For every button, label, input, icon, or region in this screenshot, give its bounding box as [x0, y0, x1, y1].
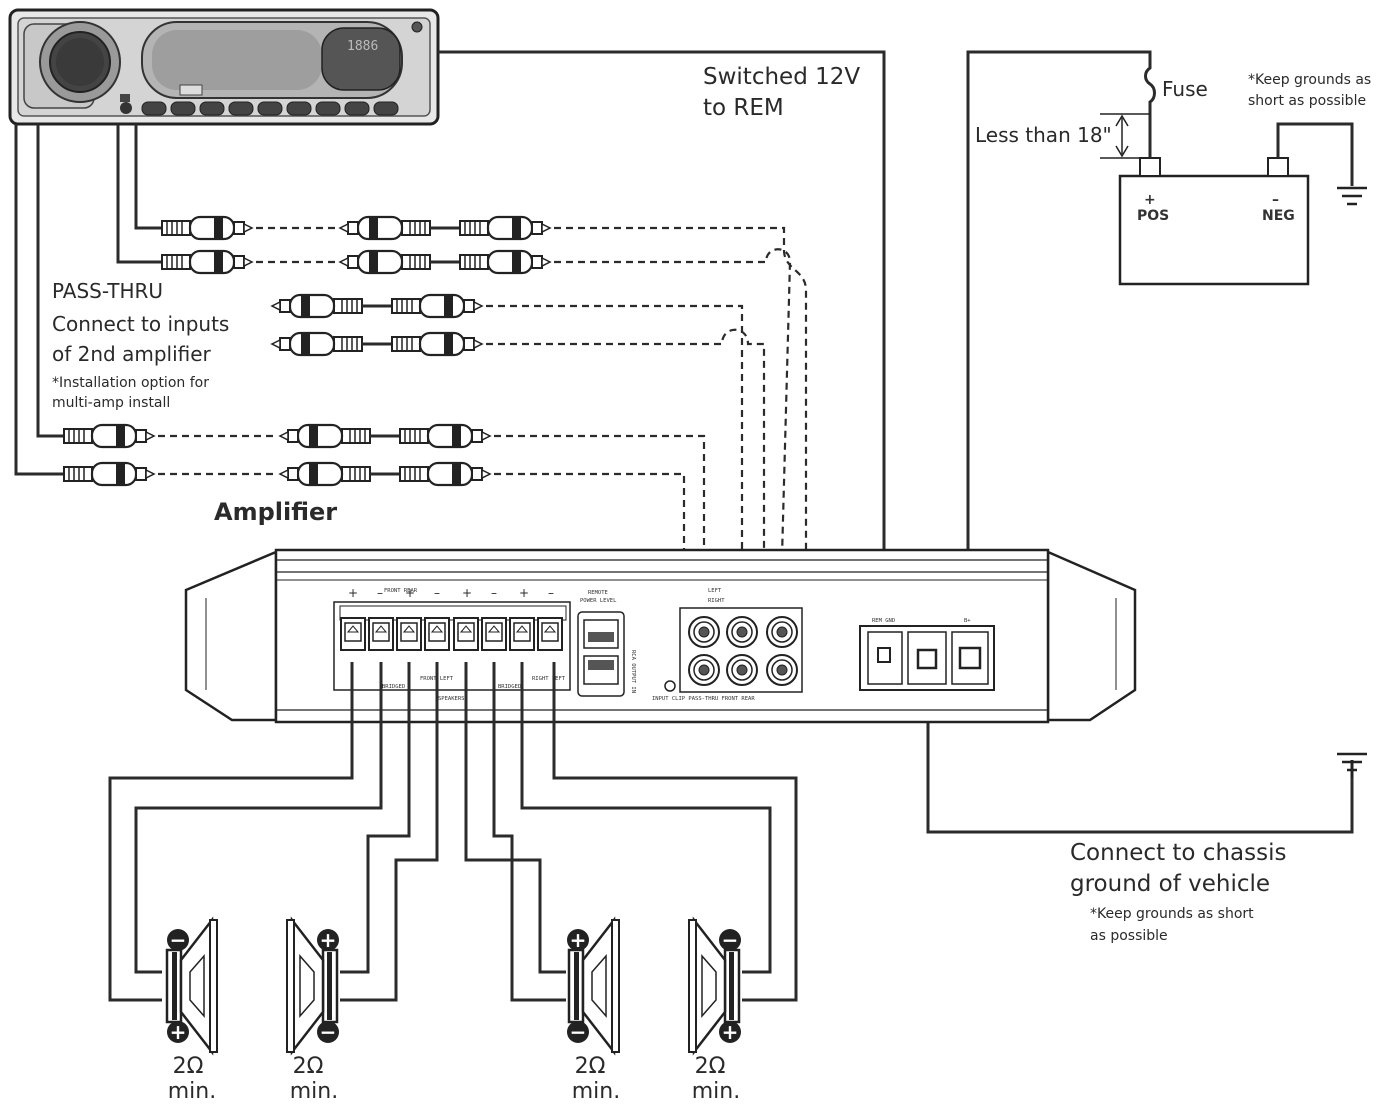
rca-cable-set-pass-thru — [272, 293, 766, 630]
speaker-2-top-terminal: + — [320, 928, 337, 952]
speaker-2-impedance: 2Ω — [292, 1054, 324, 1079]
right-channel-label: RIGHT LEFT — [532, 676, 566, 682]
speaker-3-top-terminal: + — [570, 928, 587, 952]
speaker-1-impedance: 2Ω — [172, 1054, 204, 1079]
b-plus-label: B+ — [964, 618, 971, 624]
connect-inputs-line2: of 2nd amplifier — [52, 342, 211, 366]
terminal-sign-7: + — [519, 586, 530, 600]
terminal-sign-6: – — [491, 586, 497, 600]
terminal-sign-8: – — [548, 586, 554, 600]
input-clip-label: INPUT CLIP PASS-THRU FRONT REAR — [652, 696, 755, 702]
keep-grounds-bottom-line2: as possible — [1090, 928, 1168, 944]
speaker-4-bottom-terminal: + — [722, 1020, 739, 1044]
speaker-1: − + — [165, 918, 219, 1054]
speaker-4-impedance: 2Ω — [694, 1054, 726, 1079]
keep-grounds-top-line2: short as possible — [1248, 93, 1367, 109]
speaker-1-top-terminal: − — [170, 928, 187, 952]
rem-gnd-label: REM GND — [872, 618, 895, 624]
speaker-4: − + — [689, 920, 741, 1052]
keep-grounds-top-line1: *Keep grounds as — [1248, 72, 1372, 88]
head-unit-display: 1886 — [347, 39, 378, 54]
less-than-18-label: Less than 18" — [975, 123, 1112, 147]
head-unit-wires — [14, 50, 886, 660]
terminal-sign-1: + — [348, 586, 359, 600]
rca-output-label: RCA OUTPUT IN — [630, 650, 636, 693]
power-wiring — [926, 50, 1369, 834]
speaker-1-bottom-terminal: + — [170, 1020, 187, 1044]
bridged-label-1: BRIDGED — [382, 684, 405, 690]
speaker-2: + − — [287, 920, 339, 1052]
speaker-4-top-terminal: − — [722, 928, 739, 952]
fuse-label: Fuse — [1162, 77, 1208, 101]
speaker-4-min: min. — [691, 1079, 741, 1104]
amplifier-body: FRONT REAR BRIDGED BRIDGED FRONT LEFT RI… — [184, 548, 1137, 724]
keep-grounds-bottom-line1: *Keep grounds as short — [1090, 906, 1254, 922]
chassis-ground-line1: Connect to chassis — [1070, 840, 1287, 866]
neg-sign: – — [1272, 192, 1279, 208]
rca-cable-set-front — [160, 215, 808, 631]
front-rear-label: FRONT REAR — [384, 588, 418, 594]
neg-label: NEG — [1262, 208, 1295, 224]
left-row-label: LEFT — [708, 588, 722, 594]
speaker-2-bottom-terminal: − — [320, 1020, 337, 1044]
pos-sign: + — [1144, 192, 1156, 208]
terminal-sign-5: + — [462, 586, 473, 600]
speaker-3-impedance: 2Ω — [574, 1054, 606, 1079]
connect-inputs-line1: Connect to inputs — [52, 312, 230, 336]
speaker-3-min: min. — [571, 1079, 621, 1104]
install-option-line1: *Installation option for — [52, 375, 209, 391]
speaker-1-min: min. — [167, 1079, 217, 1104]
speakers-label: SPEAKERS — [438, 696, 465, 702]
speaker-3-bottom-terminal: − — [570, 1020, 587, 1044]
speaker-wires — [108, 662, 798, 1002]
install-option-line2: multi-amp install — [52, 395, 171, 411]
terminal-sign-3: + — [405, 586, 416, 600]
chassis-ground-line2: ground of vehicle — [1070, 871, 1271, 897]
speaker-2-min: min. — [289, 1079, 339, 1104]
terminal-sign-4: – — [434, 586, 440, 600]
terminal-sign-2: – — [377, 586, 383, 600]
bridged-label-2: BRIDGED — [498, 684, 521, 690]
battery: + POS – NEG — [1118, 157, 1310, 286]
right-row-label: RIGHT — [708, 598, 725, 604]
amplifier-label: Amplifier — [214, 498, 338, 526]
head-unit: 1886 — [8, 8, 440, 126]
remote-label: REMOTE — [588, 590, 608, 596]
speaker-3: + − — [567, 918, 621, 1054]
power-level-label: POWER LEVEL — [580, 598, 617, 604]
pass-thru-label: PASS-THRU — [52, 279, 164, 303]
switched-12v-label: Switched 12V — [703, 64, 861, 90]
to-rem-label: to REM — [703, 95, 784, 121]
pos-label: POS — [1137, 208, 1169, 224]
